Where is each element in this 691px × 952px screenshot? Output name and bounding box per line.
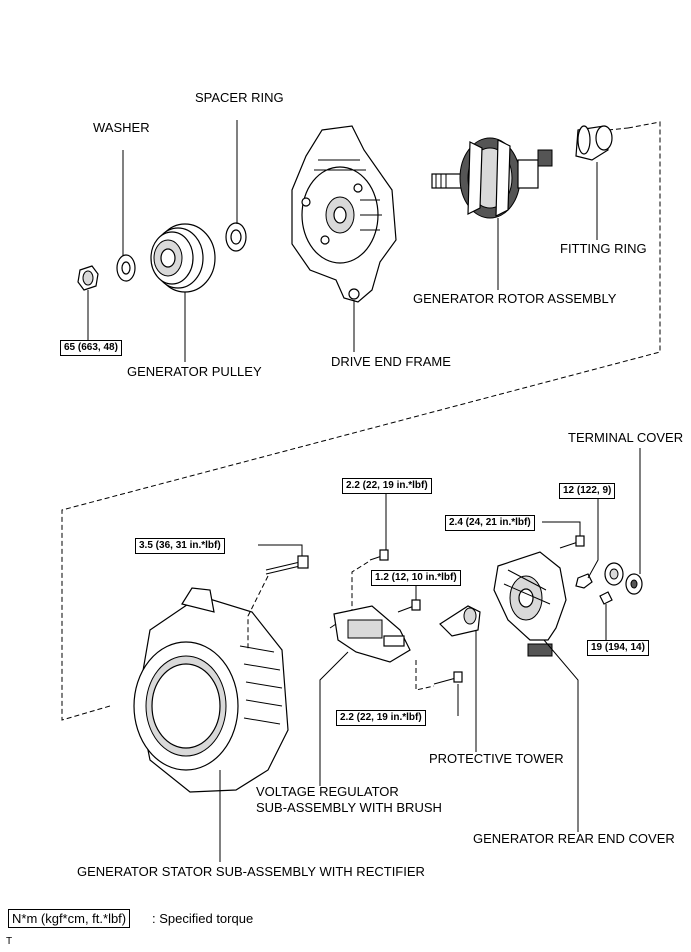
nut-pulley (77, 265, 99, 291)
fitting-ring-part (575, 125, 613, 161)
torque-regulator-bottom: 2.2 (22, 19 in.*lbf) (336, 710, 426, 726)
leader-regulator (319, 651, 349, 786)
legend-box: N*m (kgf*cm, ft.*lbf) (8, 909, 131, 928)
rotor-part (431, 137, 553, 219)
torque-regulator-mid: 1.2 (12, 10 in.*lbf) (371, 570, 461, 586)
guide-regulator-bottom (415, 660, 435, 691)
regulator-bolt-bottom (433, 671, 463, 685)
label-terminal-cover: TERMINAL COVER (568, 430, 684, 445)
leader-stator-bolt (258, 544, 303, 556)
torque-stator-bolt: 3.5 (36, 31 in.*lbf) (135, 538, 225, 554)
regulator-bolt-top (369, 549, 389, 561)
spacer-ring-part (225, 222, 247, 252)
label-generator-stator: GENERATOR STATOR SUB-ASSEMBLY WITH RECTI… (77, 864, 425, 879)
leader-rear-cover-nut (587, 498, 599, 579)
label-voltage-regulator-line1: VOLTAGE REGULATOR (256, 784, 399, 799)
torque-rear-cover-bolt: 2.4 (24, 21 in.*lbf) (445, 515, 535, 531)
stator-bolt (265, 555, 309, 575)
terminal-cover-part (604, 562, 643, 595)
guide-regulator-top (351, 561, 369, 610)
guide-stator-bolt (247, 575, 269, 650)
torque-terminal-nut: 19 (194, 14) (587, 640, 649, 656)
label-generator-rear-end-cover: GENERATOR REAR END COVER (473, 831, 675, 846)
protective-tower-part (439, 605, 481, 637)
label-spacer-ring: SPACER RING (195, 90, 284, 105)
drive-end-frame-part (291, 125, 397, 303)
washer-part (116, 254, 136, 282)
legend-text: : Specified torque (152, 911, 254, 926)
assembly-outline-right-link (607, 127, 629, 131)
label-generator-rotor-assembly: GENERATOR ROTOR ASSEMBLY (413, 291, 617, 306)
torque-nut-pulley: 65 (663, 48) (60, 340, 122, 356)
pulley-part (150, 223, 216, 293)
label-fitting-ring: FITTING RING (560, 241, 647, 256)
rear-end-cover-part (493, 551, 567, 657)
regulator-part (329, 605, 411, 663)
leader-rear-end-cover (543, 639, 579, 832)
label-drive-end-frame: DRIVE END FRAME (331, 354, 451, 369)
torque-rear-cover-nut: 12 (122, 9) (559, 483, 616, 499)
rear-cover-bolt (559, 535, 585, 549)
label-washer: WASHER (93, 120, 150, 135)
assembly-outline-top (61, 121, 661, 721)
stator-part (133, 587, 289, 793)
torque-regulator-top: 2.2 (22, 19 in.*lbf) (342, 478, 432, 494)
corner-mark: T (6, 936, 13, 947)
regulator-bolt-mid (397, 599, 421, 613)
label-voltage-regulator-line2: SUB-ASSEMBLY WITH BRUSH (256, 800, 442, 815)
leader-rear-cover-bolt (542, 521, 581, 536)
label-protective-tower: PROTECTIVE TOWER (429, 751, 564, 766)
terminal-nut (599, 591, 613, 605)
label-generator-pulley: GENERATOR PULLEY (127, 364, 262, 379)
